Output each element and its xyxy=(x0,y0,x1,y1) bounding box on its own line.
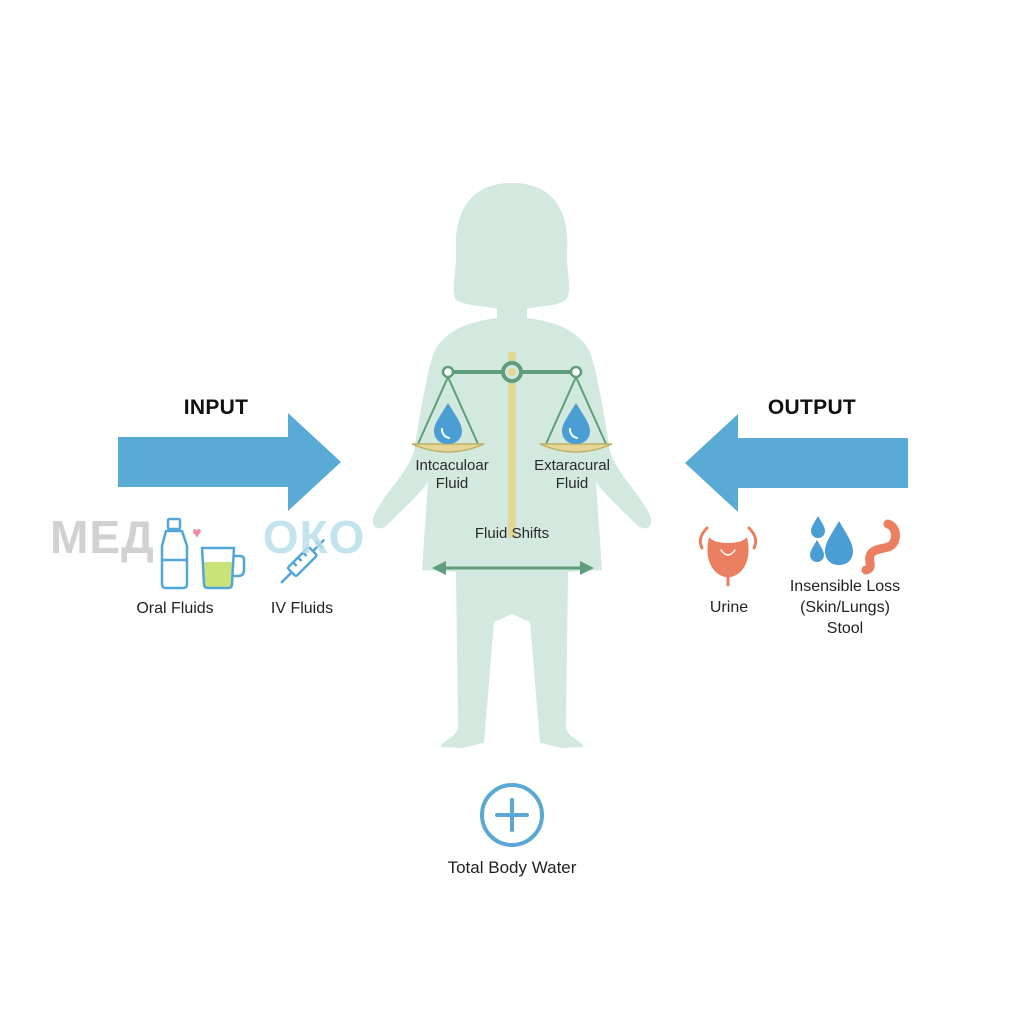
output-arrow xyxy=(685,414,908,512)
insensible-loss-label: Insensible Loss (Skin/Lungs) Stool xyxy=(789,578,901,637)
syringe-icon xyxy=(280,538,326,584)
bottle-icon xyxy=(160,517,189,590)
iv-fluids-label: IV Fluids xyxy=(270,600,334,617)
plus-circle-icon xyxy=(480,783,544,847)
scale-post xyxy=(508,352,516,538)
extracellular-fluid-label: Extaracural Fluid xyxy=(534,457,610,492)
water-drop-icon xyxy=(562,403,590,444)
fluid-shifts-label: Fluid Shifts xyxy=(474,525,550,542)
total-body-water-label: Total Body Water xyxy=(447,858,577,877)
intestine-icon xyxy=(861,519,900,575)
right-pan xyxy=(539,443,613,453)
output-heading: OUTPUT xyxy=(767,396,857,419)
balance-scale xyxy=(411,352,613,538)
water-drop-icon xyxy=(434,403,462,444)
bladder-icon xyxy=(698,526,758,587)
input-heading: INPUT xyxy=(183,396,249,419)
cup-icon xyxy=(200,546,246,590)
water-drops-icon xyxy=(810,516,853,565)
fluid-shift-arrow xyxy=(432,561,594,575)
input-arrow xyxy=(118,413,341,511)
intracellular-fluid-label: Intcaculoar Fluid xyxy=(415,457,489,492)
urine-label: Urine xyxy=(709,599,749,616)
left-pan xyxy=(411,443,485,453)
oral-fluids-label: Oral Fluids xyxy=(136,600,214,617)
heart-icon: ♥ xyxy=(192,525,202,542)
